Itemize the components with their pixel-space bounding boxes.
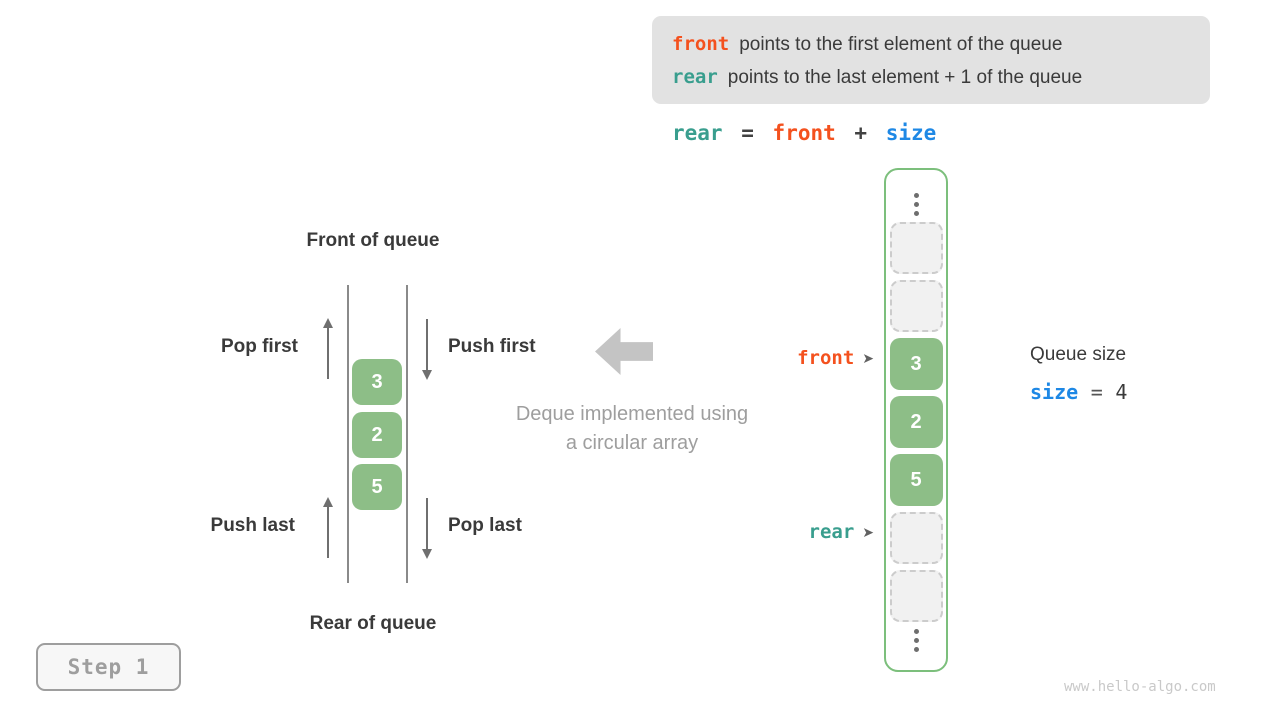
- deque-value-cell: 5: [352, 464, 402, 510]
- pop-last-label: Pop last: [448, 515, 522, 536]
- array-cell-empty: [889, 570, 943, 622]
- diagram-caption: Deque implemented using a circular array: [482, 400, 782, 458]
- queue-size-title: Queue size: [1030, 344, 1127, 365]
- ellipsis-icon: [913, 192, 919, 216]
- size-keyword: size: [1030, 380, 1079, 404]
- left-block-arrow-icon: [595, 328, 653, 375]
- front-pointer-label: front: [797, 347, 855, 369]
- equation-front: front: [772, 121, 836, 145]
- rear-keyword: rear: [672, 66, 718, 88]
- legend-box: front points to the first element of the …: [652, 16, 1210, 104]
- rear-of-queue-heading: Rear of queue: [309, 613, 437, 634]
- size-value: 4: [1115, 380, 1128, 404]
- legend-rear-text: points to the last element + 1 of the qu…: [727, 67, 1083, 88]
- legend-line-front: front points to the first element of the …: [672, 28, 1210, 61]
- array-cell-empty: [889, 280, 943, 332]
- ellipsis-icon: [913, 628, 919, 652]
- equation-plus: +: [854, 121, 868, 145]
- push-last-label: Push last: [210, 515, 295, 536]
- rear-pointer-arrow-icon: ➤: [862, 525, 874, 541]
- pop-first-up-arrow-icon: [322, 318, 333, 379]
- array-cell-filled: 2: [889, 396, 943, 448]
- queue-channel-right-line: [406, 285, 408, 583]
- front-keyword: front: [672, 33, 730, 55]
- array-cell-filled: 3: [889, 338, 943, 390]
- queue-channel-left-line: [347, 285, 349, 583]
- watermark: www.hello-algo.com: [1064, 679, 1216, 695]
- rear-pointer-label: rear: [808, 521, 855, 543]
- array-cell-empty: [889, 222, 943, 274]
- push-last-up-arrow-icon: [322, 497, 333, 558]
- caption-line-2: a circular array: [565, 432, 699, 454]
- array-cell-filled: 5: [889, 454, 943, 506]
- array-cell-empty: [889, 512, 943, 564]
- front-pointer: front ➤: [694, 347, 874, 370]
- push-first-down-arrow-icon: [421, 319, 432, 380]
- equation-rear: rear: [672, 121, 723, 145]
- push-first-label: Push first: [448, 336, 536, 357]
- pop-first-label: Pop first: [220, 336, 298, 357]
- step-badge: Step 1: [36, 643, 181, 691]
- pointer-equation: rear = front + size: [672, 121, 942, 145]
- caption-line-1: Deque implemented using: [515, 403, 749, 425]
- front-pointer-arrow-icon: ➤: [862, 351, 874, 367]
- pop-last-down-arrow-icon: [421, 498, 432, 559]
- circular-array: 3 2 5: [884, 168, 948, 672]
- legend-line-rear: rear points to the last element + 1 of th…: [672, 61, 1210, 94]
- deque-value-cell: 2: [352, 412, 402, 458]
- equation-size: size: [885, 121, 937, 145]
- rear-pointer: rear ➤: [694, 521, 875, 544]
- legend-front-text: points to the first element of the queue: [739, 34, 1063, 55]
- size-equals: =: [1090, 380, 1103, 404]
- deque-value-cell: 3: [352, 359, 402, 405]
- front-of-queue-heading: Front of queue: [306, 230, 440, 251]
- queue-size-expression: size = 4: [1030, 380, 1134, 405]
- equation-equals: =: [741, 121, 754, 145]
